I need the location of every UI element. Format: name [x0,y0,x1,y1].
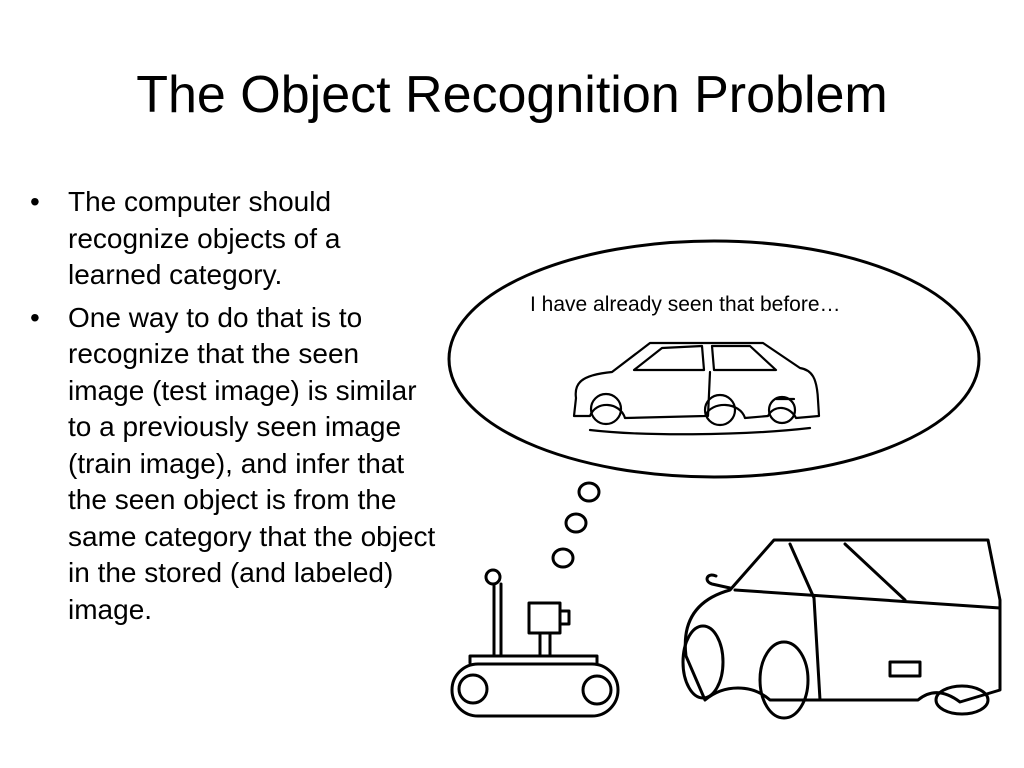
remembered-car-icon [572,341,821,436]
slide-title: The Object Recognition Problem [136,66,888,124]
bullet-list: • The computer should recognize objects … [28,184,436,634]
bullet-marker: • [30,186,40,217]
thought-text: I have already seen that before… [530,293,841,316]
bullet-text: One way to do that is to recognize that … [68,301,436,625]
robot-icon [450,568,620,718]
bullet-item: • One way to do that is to recognize tha… [28,300,436,629]
thought-bubble-icon [447,239,981,569]
bullet-marker: • [30,301,40,333]
bullet-item: • The computer should recognize objects … [28,184,436,294]
car-icon [681,538,1002,720]
illustration [447,239,1002,720]
bullet-text: The computer should recognize objects of… [68,186,341,290]
